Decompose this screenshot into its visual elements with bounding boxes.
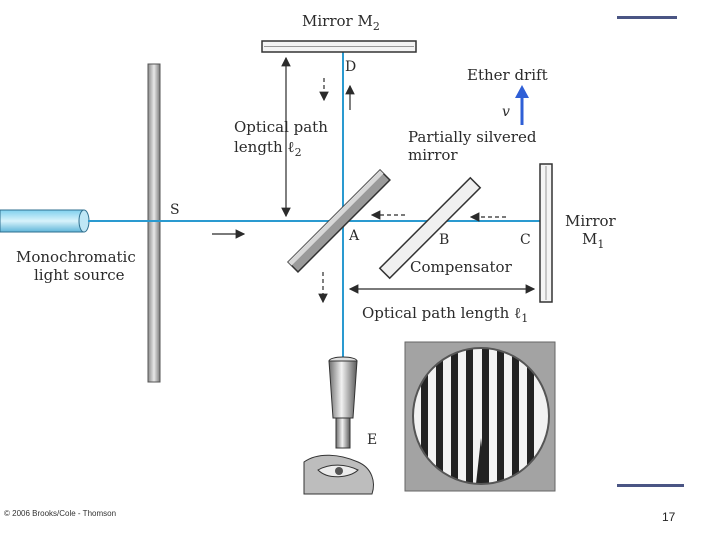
point-d-label: D xyxy=(345,59,356,75)
mirror-m1-label-line1: Mirror xyxy=(565,212,617,230)
light-source-line1: Monochromatic xyxy=(16,248,136,266)
partially-silvered-line2: mirror xyxy=(408,146,458,164)
telescope xyxy=(328,356,358,449)
ether-drift-label: Ether drift xyxy=(467,66,548,84)
optical-path-2-line1: Optical path xyxy=(234,118,328,136)
partially-silvered-mirror xyxy=(287,169,391,273)
optical-path-2-line2: length ℓ2 xyxy=(234,138,302,159)
mirror-m1-label-line2: M1 xyxy=(582,230,604,251)
observer-eye xyxy=(303,454,374,495)
point-e-label: E xyxy=(367,432,377,448)
point-c-label: C xyxy=(520,232,531,248)
ether-drift-arrowhead xyxy=(515,85,529,98)
compensator-plate xyxy=(378,176,482,280)
bottom-accent-line xyxy=(617,484,684,487)
optical-path-1-label: Optical path length ℓ1 xyxy=(362,304,528,325)
light-source-tube xyxy=(0,209,90,233)
slit-post xyxy=(147,63,161,383)
point-b-label: B xyxy=(439,232,449,248)
mirror-m2-label: Mirror M2 xyxy=(302,12,380,33)
fringe-pattern-image xyxy=(404,341,556,492)
point-a-label: A xyxy=(348,228,360,244)
top-accent-line xyxy=(617,16,677,19)
partially-silvered-line1: Partially silvered xyxy=(408,128,537,146)
beam-direction-arrows xyxy=(212,78,506,304)
copyright-notice: © 2006 Brooks/Cole - Thomson xyxy=(4,509,117,518)
light-source-line2: light source xyxy=(34,266,125,284)
compensator-label: Compensator xyxy=(410,258,513,276)
page-number: 17 xyxy=(662,510,676,524)
velocity-symbol: v xyxy=(502,104,510,120)
point-s-label: S xyxy=(170,202,180,218)
